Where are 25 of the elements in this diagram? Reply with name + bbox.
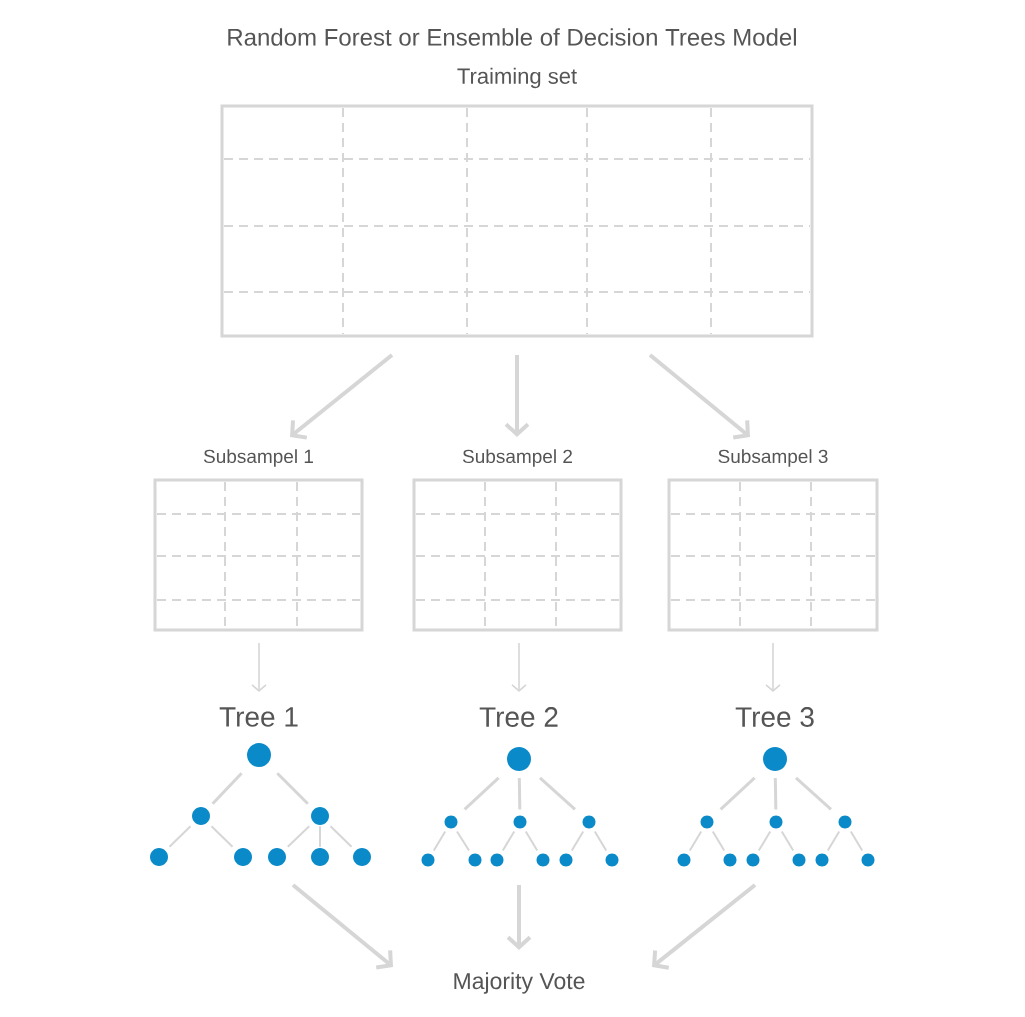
node-label: Tree 3 xyxy=(735,707,814,727)
data-table: Subsampel 2 xyxy=(412,449,623,632)
arrow xyxy=(765,642,781,692)
node-label: Subsampel 1 xyxy=(203,449,313,467)
node-label: Subsampel 2 xyxy=(462,449,572,467)
arrow xyxy=(652,883,757,970)
result-label: Majority Vote xyxy=(454,972,585,994)
tree-drawing: Tree 1 xyxy=(150,707,371,866)
node-label: Tree 1 xyxy=(219,707,298,727)
arrow xyxy=(504,355,530,437)
arrow xyxy=(511,642,527,692)
data-table: Subsampel 1 xyxy=(153,449,364,632)
tree-drawing: Tree 2 xyxy=(421,707,619,867)
tree-drawing: Tree 3 xyxy=(677,707,875,867)
node-label: Tree 2 xyxy=(479,707,558,727)
node-label: Traiming set xyxy=(457,67,577,89)
arrow xyxy=(290,353,394,440)
arrow xyxy=(648,353,750,440)
arrow xyxy=(251,642,267,692)
title: Random Forest or Ensemble of Decision Trees Model xyxy=(228,28,796,46)
arrow xyxy=(291,883,393,970)
data-table: Subsampel 3 xyxy=(667,449,879,632)
node-label: Subsampel 3 xyxy=(718,449,828,467)
arrow xyxy=(506,885,532,950)
data-table: Traiming set xyxy=(220,67,814,338)
